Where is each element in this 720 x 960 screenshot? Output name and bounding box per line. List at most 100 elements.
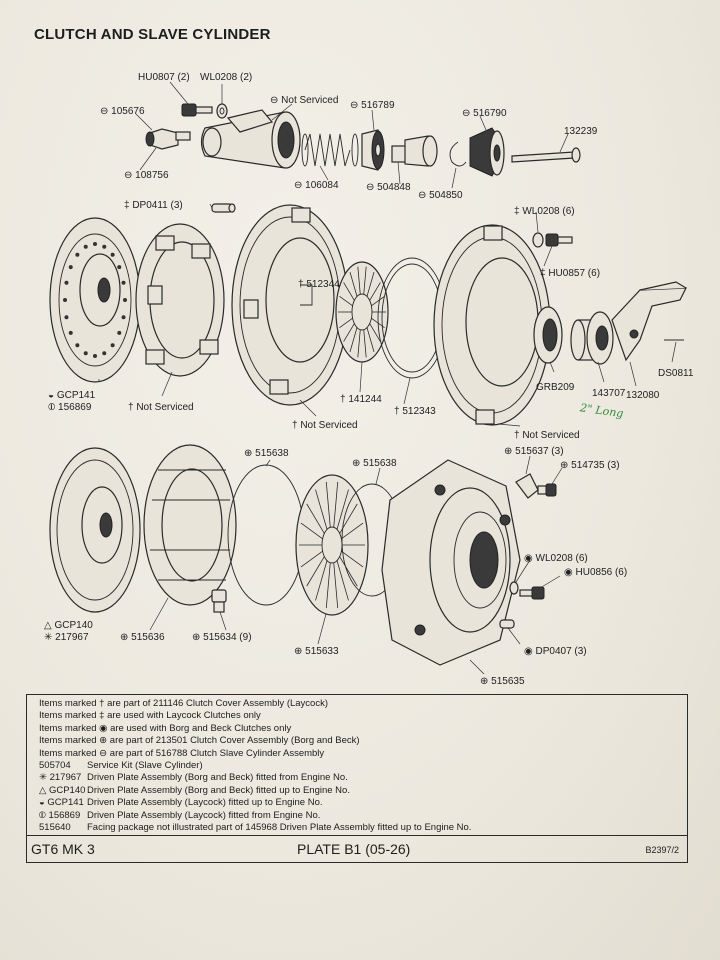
label-141244: † 141244	[340, 394, 382, 405]
label-515636: ⊕ 515636	[120, 632, 165, 643]
driven-plate-gcp141	[49, 217, 141, 383]
release-fork-132080	[611, 281, 687, 362]
label-504848: ⊖ 504848	[366, 182, 411, 193]
washer-wl0208-6	[532, 232, 544, 248]
label-516789: ⊖ 516789	[350, 100, 395, 111]
bolt-hu0856	[519, 586, 545, 600]
washer-wl0208	[216, 103, 228, 119]
legend-code: 515640	[39, 822, 71, 834]
label-515638-b: ⊕ 515638	[352, 458, 397, 469]
spring-ring-515638a	[227, 464, 305, 606]
label-514735: ⊕ 514735 (3)	[560, 460, 620, 471]
diaphragm-515633	[295, 474, 369, 616]
pushrod-132239	[511, 147, 581, 163]
legend-text: Items marked ‡ are used with Laycock Clu…	[39, 710, 261, 722]
label-gcp141: ◒ GCP141	[48, 390, 96, 401]
bolt-hu0857	[545, 233, 573, 247]
label-108756: ⊖ 108756	[124, 170, 169, 181]
legend-text: Facing package not illustrated part of 1…	[87, 822, 472, 834]
label-132239: 132239	[564, 126, 598, 137]
label-512343: † 512343	[394, 406, 436, 417]
pressure-ring-not-serviced	[135, 223, 225, 377]
bearing-sleeve-143707	[570, 311, 614, 365]
label-512344: † 512344	[298, 279, 340, 290]
legend-box: Items marked † are part of 211146 Clutch…	[26, 694, 688, 863]
slave-cylinder-body	[200, 109, 301, 169]
legend-text: Driven Plate Assembly (Borg and Beck) fi…	[87, 784, 350, 796]
label-dp0407: ◉ DP0407 (3)	[524, 646, 587, 657]
legend-text: Items marked † are part of 211146 Clutch…	[39, 698, 328, 709]
legend-footer: GT6 MK 3 PLATE B1 (05-26) B2397/2	[27, 835, 687, 862]
label-not-serviced-2: † Not Serviced	[128, 402, 194, 413]
dowel-dp0411	[211, 203, 236, 213]
label-515637: ⊕ 515637 (3)	[504, 446, 564, 457]
plate-label: PLATE B1 (05-26)	[297, 841, 411, 857]
label-516790: ⊖ 516790	[462, 108, 507, 119]
label-hu0807: HU0807 (2)	[138, 72, 190, 83]
label-grb209: GRB209	[536, 382, 575, 393]
cup-516789	[361, 129, 385, 171]
label-gcp140: △ GCP140	[44, 620, 93, 631]
legend-code: ✳ 217967	[39, 772, 82, 784]
legend-row: ⦶ 156869 Driven Plate Assembly (Laycock) …	[39, 810, 471, 822]
legend-row: ✳ 217967 Driven Plate Assembly (Borg and …	[39, 772, 471, 784]
spring-106084	[301, 133, 359, 167]
reference-code: B2397/2	[645, 845, 679, 855]
legend-text: Items marked ⊕ are part of 213501 Clutch…	[39, 735, 360, 747]
label-not-serviced-3: † Not Serviced	[292, 420, 358, 431]
legend-row: Items marked ◉ are used with Borg and Be…	[39, 723, 471, 735]
label-504850: ⊖ 504850	[418, 190, 463, 201]
flywheel-housing-not-serviced	[433, 224, 551, 426]
legend-rows: Items marked † are part of 211146 Clutch…	[39, 698, 471, 834]
piston-504848	[391, 135, 438, 167]
exploded-clutch-diagram: HU0807 (2) WL0208 (2) ⊖ Not Serviced ⊖ 1…	[44, 72, 694, 687]
label-not-serviced-4: † Not Serviced	[514, 430, 580, 441]
legend-code: △ GCP140	[39, 784, 86, 796]
label-hu0857: ‡ HU0857 (6)	[540, 268, 600, 279]
label-wl0208-a: WL0208 (2)	[200, 72, 252, 83]
pressure-plate-515636	[143, 444, 237, 606]
label-106084: ⊖ 106084	[294, 180, 339, 191]
label-not-serviced-1: ⊖ Not Serviced	[270, 95, 338, 106]
legend-text: Driven Plate Assembly (Laycock) fitted f…	[87, 809, 321, 821]
legend-code: ◒ GCP141	[39, 797, 84, 809]
legend-text: Driven Plate Assembly (Borg and Beck) fi…	[87, 772, 348, 784]
bolt-hu0807	[181, 103, 213, 117]
bearing-grb209	[533, 306, 563, 364]
circlip-504850	[449, 141, 467, 167]
page-title: CLUTCH AND SLAVE CYLINDER	[34, 26, 271, 43]
driven-plate-gcp140	[49, 447, 141, 613]
label-wl0208-c: ◉ WL0208 (6)	[524, 553, 588, 564]
legend-row: Items marked ⊖ are part of 516788 Clutch…	[39, 748, 471, 760]
legend-row: 515640 Facing package not illustrated par…	[39, 822, 471, 834]
label-105676: ⊖ 105676	[100, 106, 145, 117]
dowel-dp0407	[499, 619, 515, 629]
strap-515637	[515, 473, 539, 499]
label-hu0856: ◉ HU0856 (6)	[564, 567, 627, 578]
cover-515635	[381, 459, 521, 666]
bleed-nipple-105676	[145, 128, 191, 150]
label-156869: ⦶ 156869	[47, 402, 92, 413]
legend-code: 505704	[39, 760, 71, 772]
handwritten-note: 2" Long	[578, 401, 624, 420]
label-dp0411: ‡ DP0411 (3)	[124, 200, 183, 211]
label-515635: ⊕ 515635	[480, 676, 525, 687]
legend-row: Items marked † are part of 211146 Clutch…	[39, 698, 471, 710]
legend-row: Items marked ⊕ are part of 213501 Clutch…	[39, 735, 471, 747]
legend-code: ⦶ 156869	[39, 809, 81, 821]
legend-text: Items marked ⊖ are part of 516788 Clutch…	[39, 747, 325, 759]
washer-wl0208-bb	[509, 581, 519, 595]
label-217967: ✳ 217967	[44, 632, 89, 643]
label-515633: ⊕ 515633	[294, 646, 339, 657]
legend-text: Items marked ◉ are used with Borg and Be…	[39, 722, 292, 734]
label-515638-a: ⊕ 515638	[244, 448, 289, 459]
label-515634: ⊕ 515634 (9)	[192, 632, 252, 643]
model-label: GT6 MK 3	[31, 841, 95, 857]
clutch-cover-not-serviced	[231, 204, 349, 406]
bolt-515634	[211, 589, 227, 613]
label-132080: 132080	[626, 390, 660, 401]
